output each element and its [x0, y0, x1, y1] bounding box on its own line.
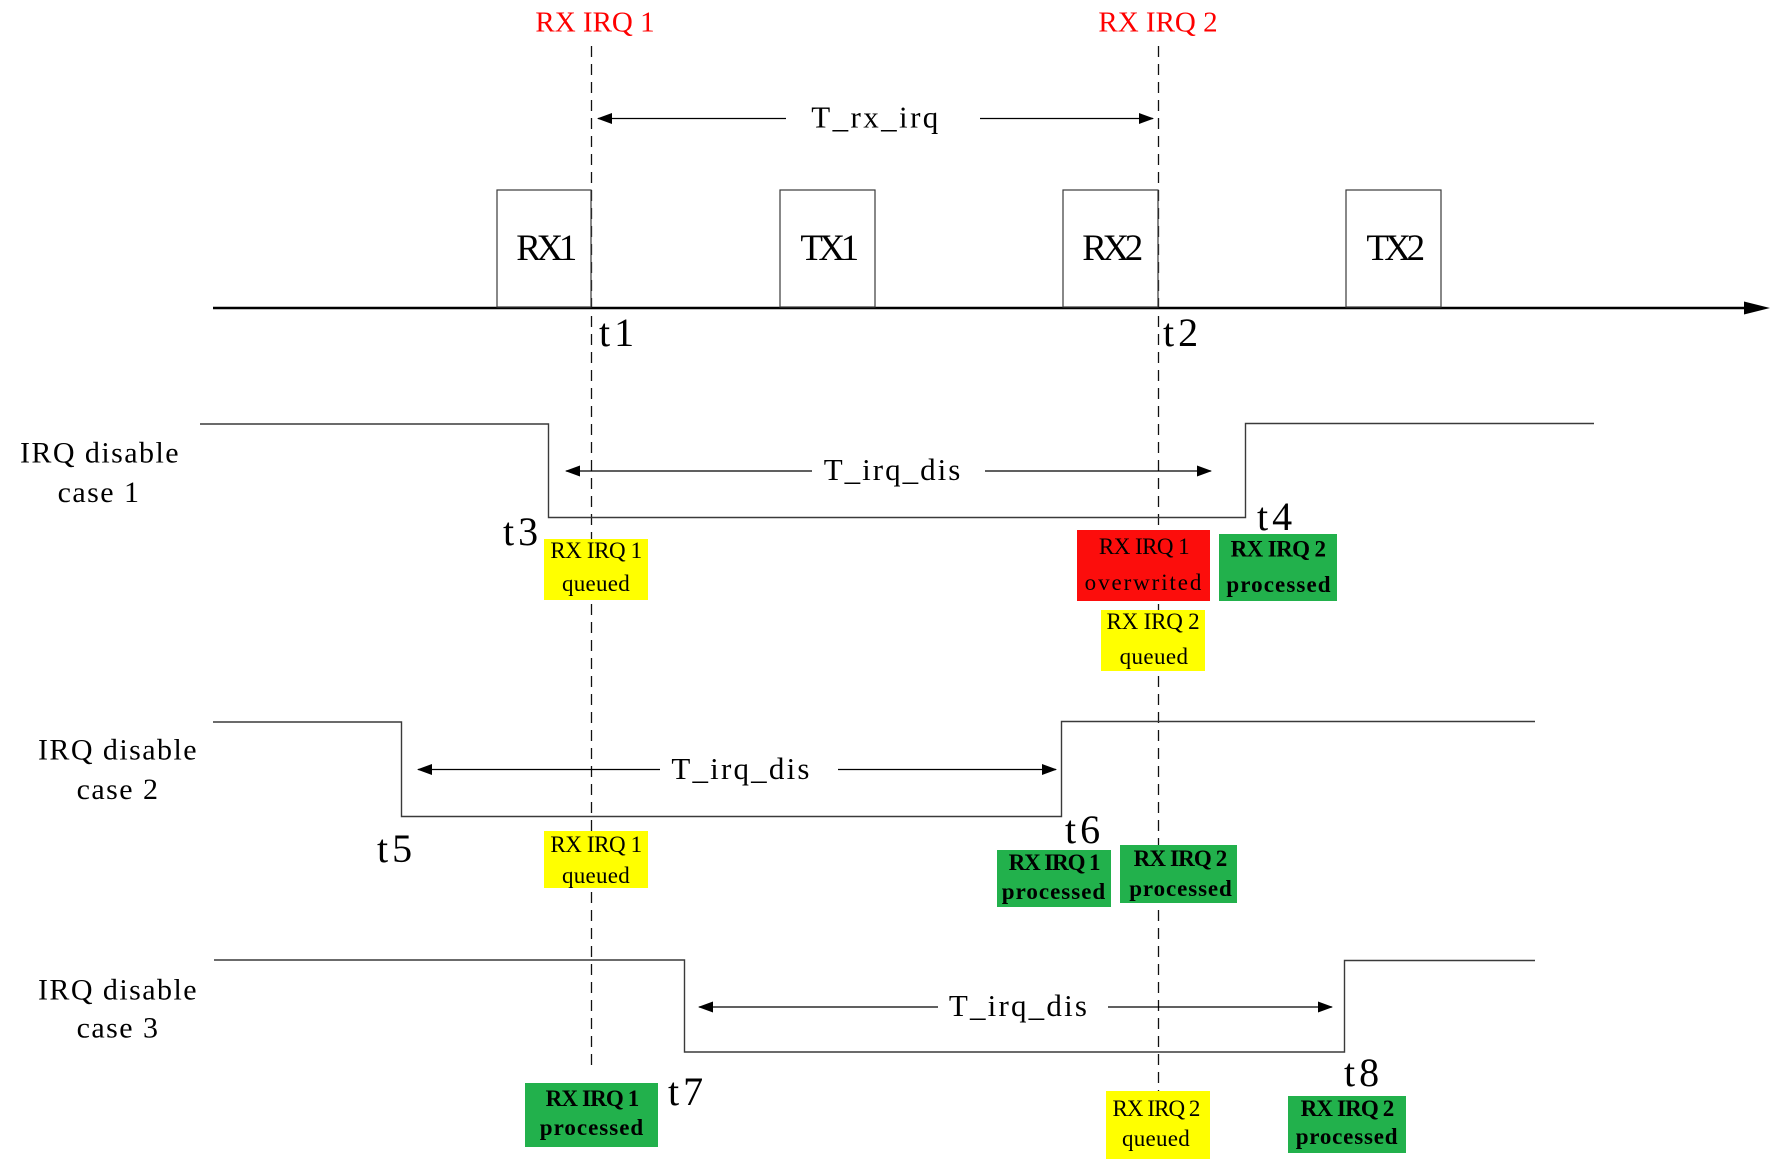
- svg-text:RX IRQ 1: RX IRQ 1: [1009, 850, 1100, 875]
- svg-text:RX IRQ 1: RX IRQ 1: [550, 832, 641, 857]
- svg-text:t3: t3: [503, 509, 542, 554]
- svg-text:case 3: case 3: [77, 1012, 160, 1045]
- svg-text:processed: processed: [1129, 876, 1233, 901]
- svg-text:RX IRQ 2: RX IRQ 2: [1301, 1096, 1394, 1121]
- svg-text:T_irq_dis: T_irq_dis: [949, 988, 1089, 1023]
- svg-text:t4: t4: [1257, 494, 1296, 539]
- svg-text:T_rx_irq: T_rx_irq: [811, 100, 940, 135]
- svg-text:RX IRQ 2: RX IRQ 2: [1134, 846, 1227, 871]
- svg-text:t8: t8: [1344, 1050, 1383, 1095]
- svg-text:TX1: TX1: [800, 228, 857, 269]
- svg-text:overwrited: overwrited: [1085, 570, 1204, 595]
- svg-text:processed: processed: [1226, 572, 1331, 597]
- svg-text:processed: processed: [1296, 1124, 1399, 1149]
- svg-text:RX2: RX2: [1082, 228, 1141, 269]
- svg-text:case 2: case 2: [77, 773, 160, 806]
- svg-text:RX IRQ 2: RX IRQ 2: [1113, 1096, 1200, 1121]
- svg-text:IRQ disable: IRQ disable: [20, 437, 180, 470]
- svg-text:queued: queued: [562, 863, 630, 888]
- svg-text:t5: t5: [377, 826, 416, 871]
- svg-text:queued: queued: [562, 571, 630, 596]
- svg-text:IRQ disable: IRQ disable: [38, 974, 198, 1007]
- svg-text:RX IRQ 1: RX IRQ 1: [550, 538, 641, 563]
- svg-text:t1: t1: [599, 310, 638, 355]
- svg-text:RX IRQ 1: RX IRQ 1: [546, 1086, 639, 1111]
- svg-text:processed: processed: [1002, 879, 1106, 904]
- svg-text:queued: queued: [1120, 644, 1189, 669]
- svg-text:RX1: RX1: [516, 228, 575, 269]
- svg-text:RX IRQ 2: RX IRQ 2: [1231, 537, 1326, 562]
- svg-text:RX IRQ 2: RX IRQ 2: [1107, 609, 1200, 634]
- svg-text:processed: processed: [540, 1115, 644, 1140]
- svg-text:T_irq_dis: T_irq_dis: [824, 452, 963, 487]
- svg-text:t6: t6: [1065, 807, 1104, 852]
- svg-text:queued: queued: [1122, 1126, 1190, 1151]
- svg-text:IRQ disable: IRQ disable: [38, 734, 198, 767]
- svg-text:TX2: TX2: [1366, 228, 1423, 269]
- svg-text:T_irq_dis: T_irq_dis: [671, 751, 811, 786]
- svg-text:case 1: case 1: [58, 476, 141, 509]
- svg-text:t2: t2: [1163, 310, 1202, 355]
- svg-text:RX IRQ 1: RX IRQ 1: [535, 7, 654, 39]
- svg-text:t7: t7: [668, 1069, 707, 1114]
- svg-text:RX IRQ 1: RX IRQ 1: [1099, 534, 1189, 559]
- svg-text:RX IRQ 2: RX IRQ 2: [1098, 7, 1217, 39]
